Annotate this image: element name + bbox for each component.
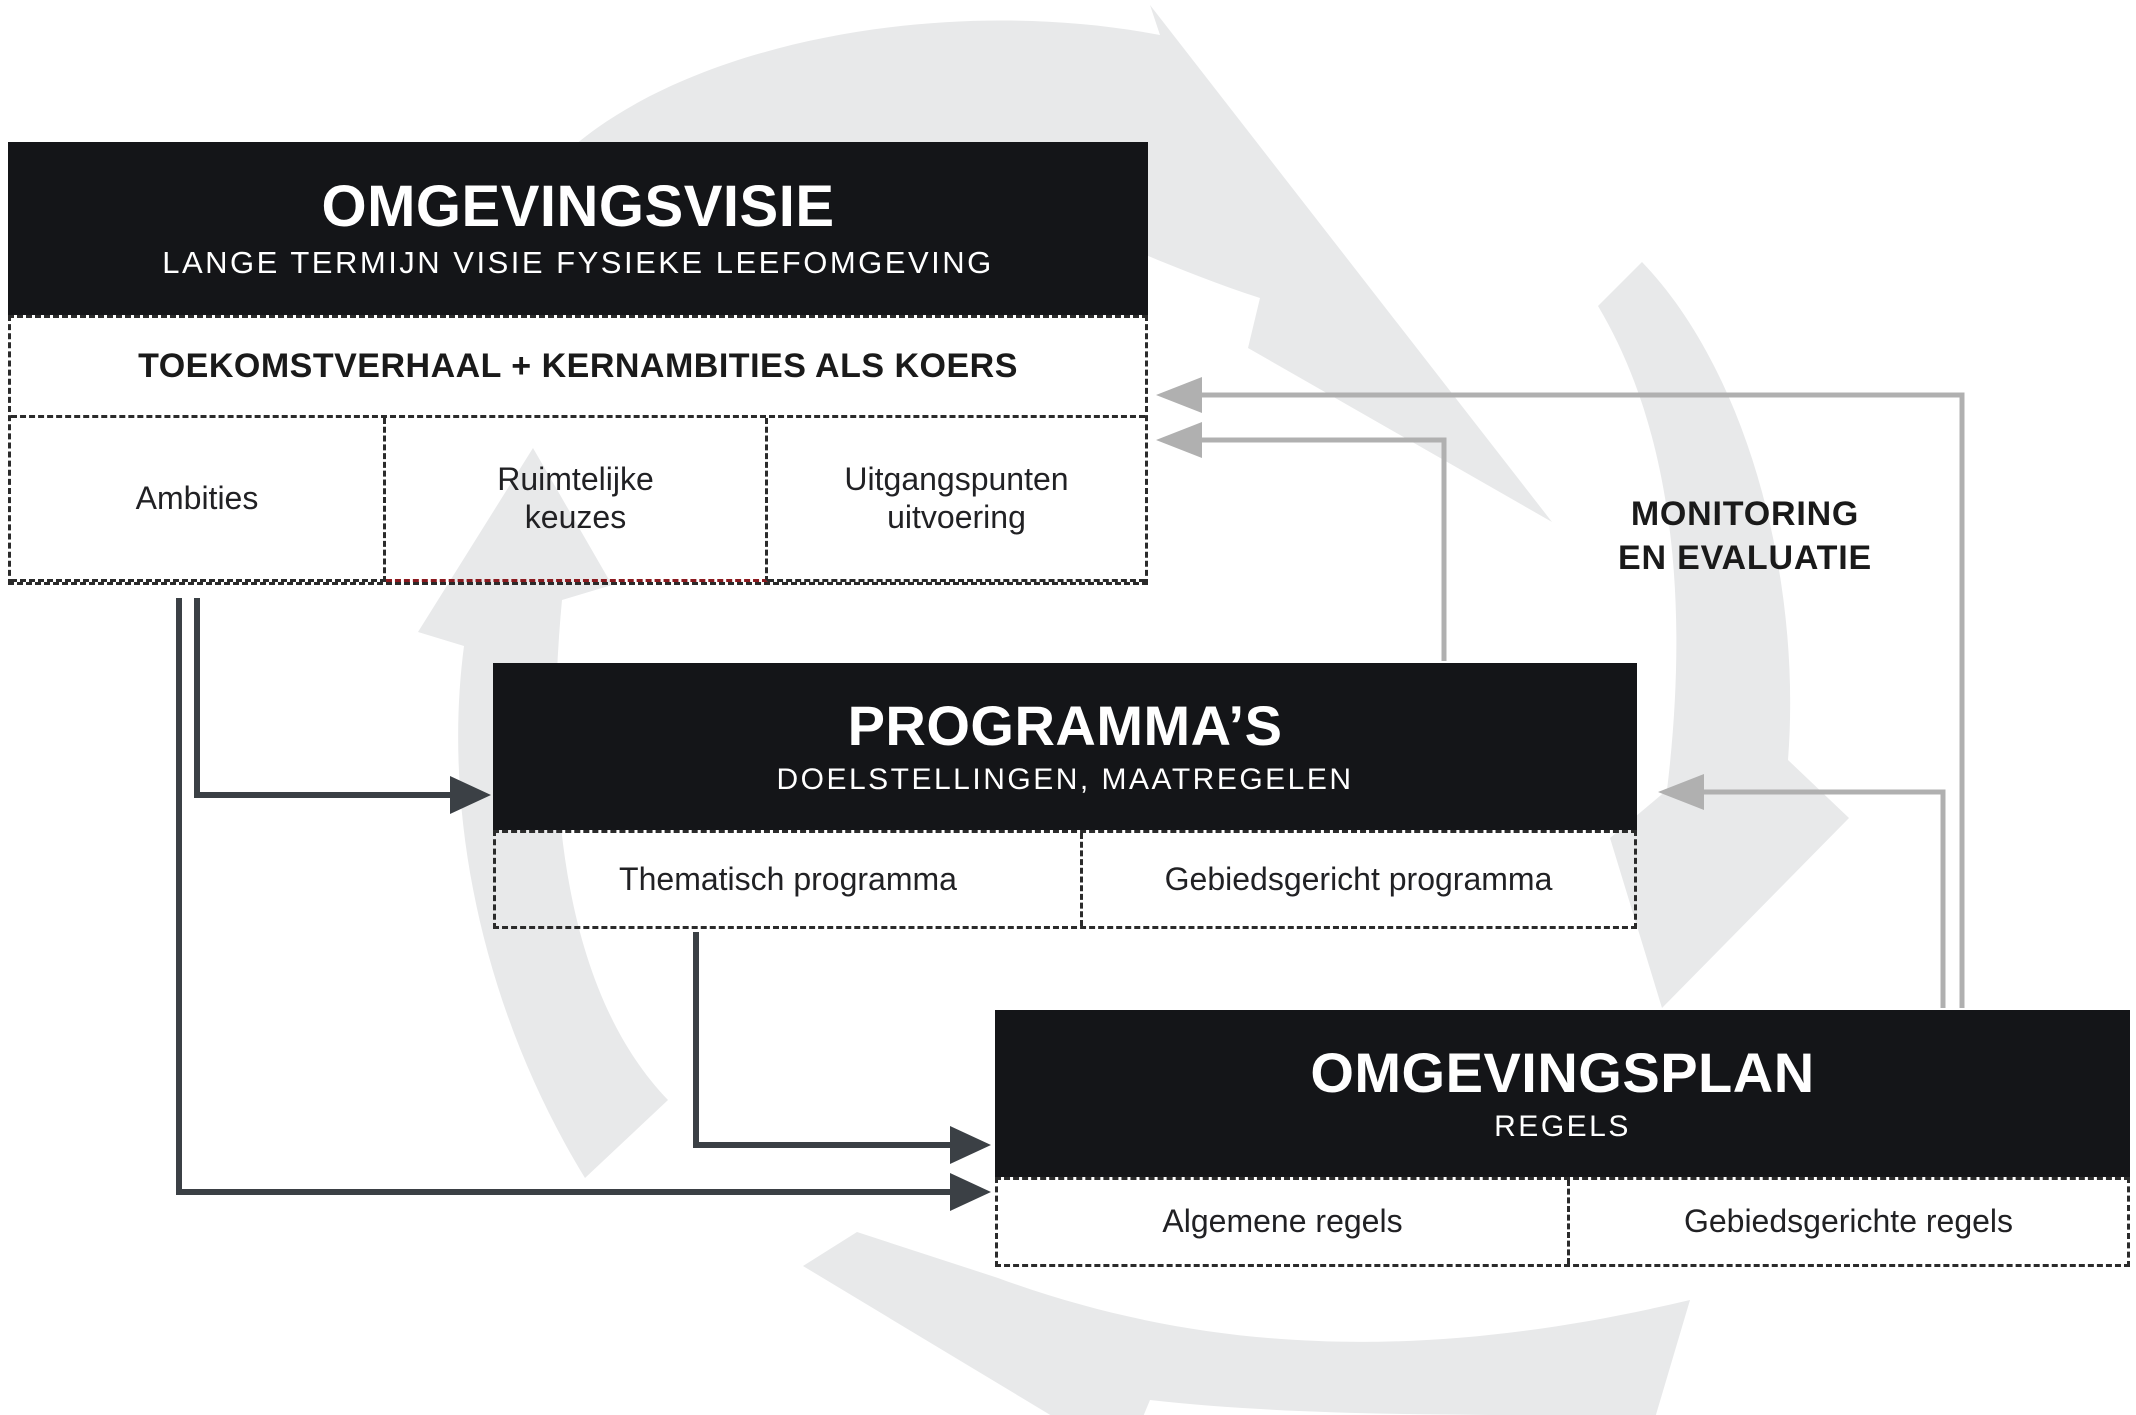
omgevingsplan-header: OMGEVINGSPLAN REGELS xyxy=(995,1010,2130,1177)
programmas-title: PROGRAMMA’S xyxy=(847,694,1283,758)
cell-gebiedsgericht-programma: Gebiedsgericht programma xyxy=(1164,860,1553,897)
koers-banner: TOEKOMSTVERHAAL + KERNAMBITIES ALS KOERS xyxy=(11,318,1145,418)
omgevingsplan-subtitle: REGELS xyxy=(1494,1109,1631,1143)
monitoring-evaluatie-label: MONITORING EN EVALUATIE xyxy=(1618,495,1872,578)
cell-uitgangspunten-uitvoering: Uitgangspunten uitvoering xyxy=(768,418,1145,582)
omgevingsplan-section: Algemene regels Gebiedsgerichte regels xyxy=(995,1177,2130,1267)
omgevingsplan-title: OMGEVINGSPLAN xyxy=(1310,1041,1815,1105)
cell-algemene-regels: Algemene regels xyxy=(998,1180,1570,1264)
omgevingsvisie-header: OMGEVINGSVISIE LANGE TERMIJN VISIE FYSIE… xyxy=(8,142,1148,315)
cycle-arrow-top-icon xyxy=(575,5,1552,522)
omgevingsvisie-section: TOEKOMSTVERHAAL + KERNAMBITIES ALS KOERS… xyxy=(8,315,1148,585)
cell-ambities: Ambities xyxy=(11,418,386,582)
cell-gebiedsgerichte-regels: Gebiedsgerichte regels xyxy=(1683,1203,2014,1240)
cell-ruimtelijke-keuzes: Ruimtelijke keuzes xyxy=(386,418,768,582)
omgevingsvisie-cells: Ambities Ruimtelijke keuzes Uitgangspunt… xyxy=(11,418,1145,582)
programmas-section: Thematisch programma Gebiedsgericht prog… xyxy=(493,830,1637,929)
cell-thematisch-programma: Thematisch programma xyxy=(496,833,1083,926)
cycle-arrow-bottom-icon xyxy=(803,1232,1690,1415)
omgevingsvisie-subtitle: LANGE TERMIJN VISIE FYSIEKE LEEFOMGEVING xyxy=(162,245,994,281)
programmas-subtitle: DOELSTELLINGEN, MAATREGELEN xyxy=(776,762,1354,796)
programmas-header: PROGRAMMA’S DOELSTELLINGEN, MAATREGELEN xyxy=(493,663,1637,830)
omgevingsvisie-title: OMGEVINGSVISIE xyxy=(321,173,835,239)
